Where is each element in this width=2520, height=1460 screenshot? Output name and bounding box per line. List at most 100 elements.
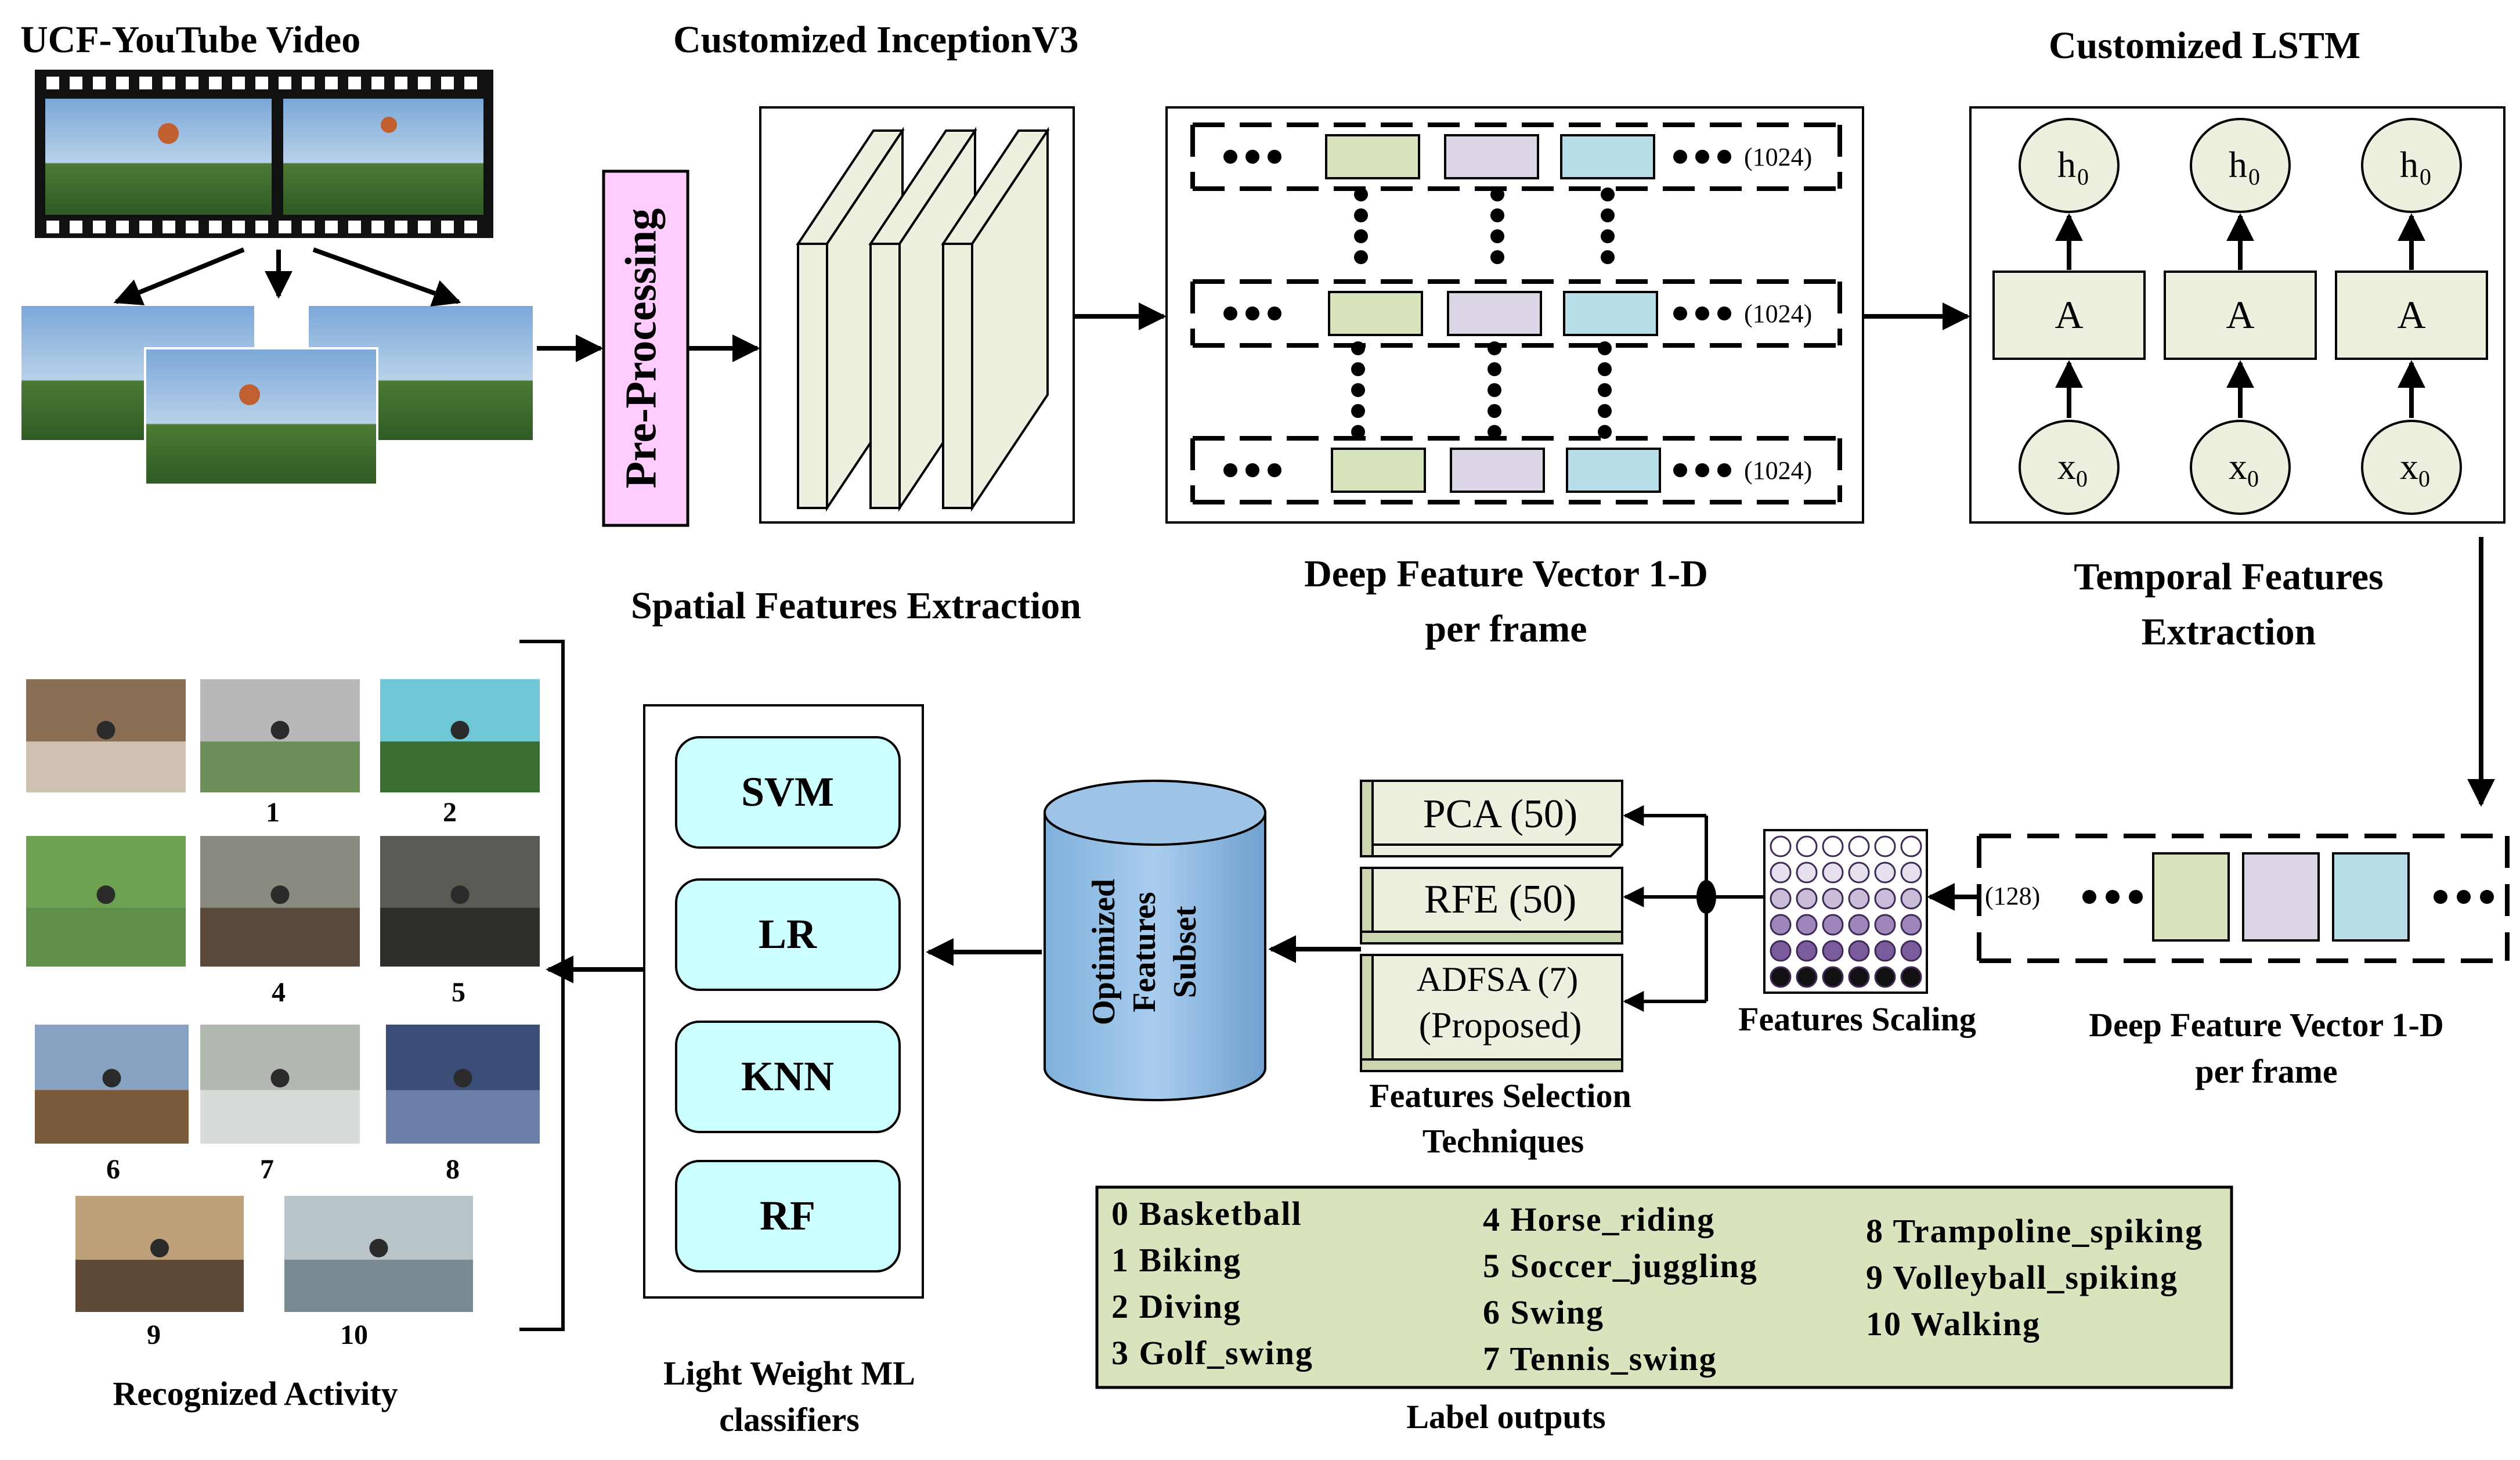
classifier-svm: SVM [675, 736, 901, 849]
activity-thumbnail [380, 836, 540, 967]
hidden-subscript: 0 [2420, 164, 2431, 190]
classifiers-caption-2: classifiers [719, 1401, 860, 1439]
deep-vector-top-caption-2: per frame [1425, 608, 1587, 650]
activity-thumbnail [386, 1025, 540, 1144]
activity-thumbnail [26, 679, 186, 792]
optimized-subset-label: Optimized Features Subset [1086, 879, 1203, 1025]
proposed-label: (Proposed) [1419, 1004, 1582, 1046]
subset-label-1: Optimized [1086, 879, 1122, 1025]
classifier-label: LR [759, 911, 817, 957]
input-label: x [2229, 446, 2247, 487]
classifier-label: KNN [741, 1053, 834, 1099]
hidden-state-label: h [2400, 144, 2418, 185]
activity-thumbnail [75, 1196, 244, 1312]
hidden-state-node [2361, 118, 2462, 213]
label-output-item: 7 Tennis_swing [1483, 1340, 1717, 1378]
input-label: x [2400, 446, 2418, 487]
feature-vector-row: (1024) [1190, 122, 1842, 191]
features-scaling-grid [1763, 829, 1928, 994]
label-output-item: 10 Walking [1866, 1305, 2041, 1343]
lstm-unit-box [1992, 271, 2146, 360]
activity-bracket [519, 640, 565, 1331]
input-node [2361, 420, 2462, 515]
label-outputs-box [1095, 1185, 2233, 1389]
scaling-to-selection-arrows [1623, 805, 1764, 1012]
activity-number: 7 [260, 1154, 274, 1185]
label-output-item: 2 Diving [1111, 1288, 1241, 1325]
classifier-knn: KNN [675, 1021, 901, 1133]
classifier-lr: LR [675, 878, 901, 991]
input-subscript: 0 [2418, 466, 2430, 492]
activity-thumbnail [200, 679, 360, 792]
activity-number: 8 [446, 1154, 460, 1185]
input-label: x [2057, 446, 2076, 487]
label-output-item: 8 Trampoline_spiking [1866, 1212, 2203, 1250]
classifiers-caption-1: Light Weight ML [663, 1354, 915, 1392]
label-output-item: 0 Basketball [1111, 1195, 1302, 1232]
bottom-feature-vector [1977, 834, 2510, 963]
activity-number: 4 [272, 977, 286, 1008]
adfsa-label: ADFSA (7) [1417, 960, 1578, 998]
vector-dim-1024: (1024) [1744, 456, 1812, 485]
selection-caption-2: Techniques [1423, 1122, 1584, 1160]
feature-selection-stack [1360, 780, 1623, 1072]
activity-number: 2 [443, 797, 457, 828]
temporal-caption-1: Temporal Features [2074, 556, 2383, 598]
subset-label-3: Subset [1167, 906, 1203, 998]
inception-title: Customized InceptionV3 [673, 19, 1079, 61]
subset-label-2: Features [1127, 892, 1162, 1012]
activity-thumbnail [200, 836, 360, 967]
lstm-unit-label: A [2226, 293, 2254, 337]
label-outputs-list: 0 Basketball 1 Biking 2 Diving 3 Golf_swing… [1111, 1195, 2203, 1378]
vector-dim-1024: (1024) [1744, 300, 1812, 328]
activity-number: 1 [266, 797, 280, 828]
input-node [2019, 420, 2120, 515]
activity-thumbnail [26, 836, 186, 967]
vector-dim-128: (128) [1985, 882, 2040, 910]
activity-thumbnail [284, 1196, 473, 1312]
spatial-caption: Spatial Features Extraction [631, 585, 1081, 627]
label-output-item: 5 Soccer_juggling [1483, 1247, 1758, 1285]
temporal-caption-2: Extraction [2142, 611, 2316, 653]
lstm-unit-label: A [2397, 293, 2425, 337]
label-output-item: 9 Volleyball_spiking [1866, 1259, 2178, 1296]
lstm-unit-box [2335, 271, 2488, 360]
vector-dim-1024: (1024) [1744, 143, 1812, 171]
preprocessing-box [602, 170, 689, 527]
hidden-subscript: 0 [2077, 164, 2089, 190]
activity-number: 9 [147, 1320, 161, 1350]
activity-number: 10 [340, 1320, 368, 1350]
optimized-subset-cylinder [1044, 780, 1266, 1101]
feature-vector-rows: (1024) (1024) (1024) [1190, 122, 1842, 504]
preprocessing-label: Pre-Processing [616, 208, 665, 489]
cnn-layers [796, 127, 1050, 512]
hidden-state-label: h [2229, 144, 2247, 185]
lstm-title: Customized LSTM [2049, 24, 2360, 67]
activity-thumbnail [380, 679, 540, 792]
activity-thumbnail [200, 1025, 360, 1144]
label-output-item: 3 Golf_swing [1111, 1334, 1313, 1372]
scaling-caption: Features Scaling [1738, 1000, 1976, 1038]
pca-label: PCA (50) [1423, 792, 1577, 837]
lstm-unit-box [2164, 271, 2317, 360]
label-output-item: 1 Biking [1111, 1241, 1241, 1279]
selection-caption-1: Features Selection [1369, 1077, 1631, 1115]
deep-vector-bottom-caption-1: Deep Feature Vector 1-D [2089, 1006, 2444, 1044]
recognized-caption: Recognized Activity [113, 1375, 398, 1412]
classifier-label: RF [760, 1192, 815, 1239]
hidden-state-node [2019, 118, 2120, 213]
input-subscript: 0 [2076, 466, 2088, 492]
video-film-strip [35, 70, 493, 238]
hidden-state-label: h [2057, 144, 2076, 185]
film-to-frames-arrows [113, 247, 461, 307]
classifier-list: SVM LR KNN RF [675, 736, 901, 1272]
lstm-unit-label: A [2055, 293, 2083, 337]
video-frames [19, 304, 535, 486]
feature-vector-row: (1024) [1190, 436, 1842, 504]
